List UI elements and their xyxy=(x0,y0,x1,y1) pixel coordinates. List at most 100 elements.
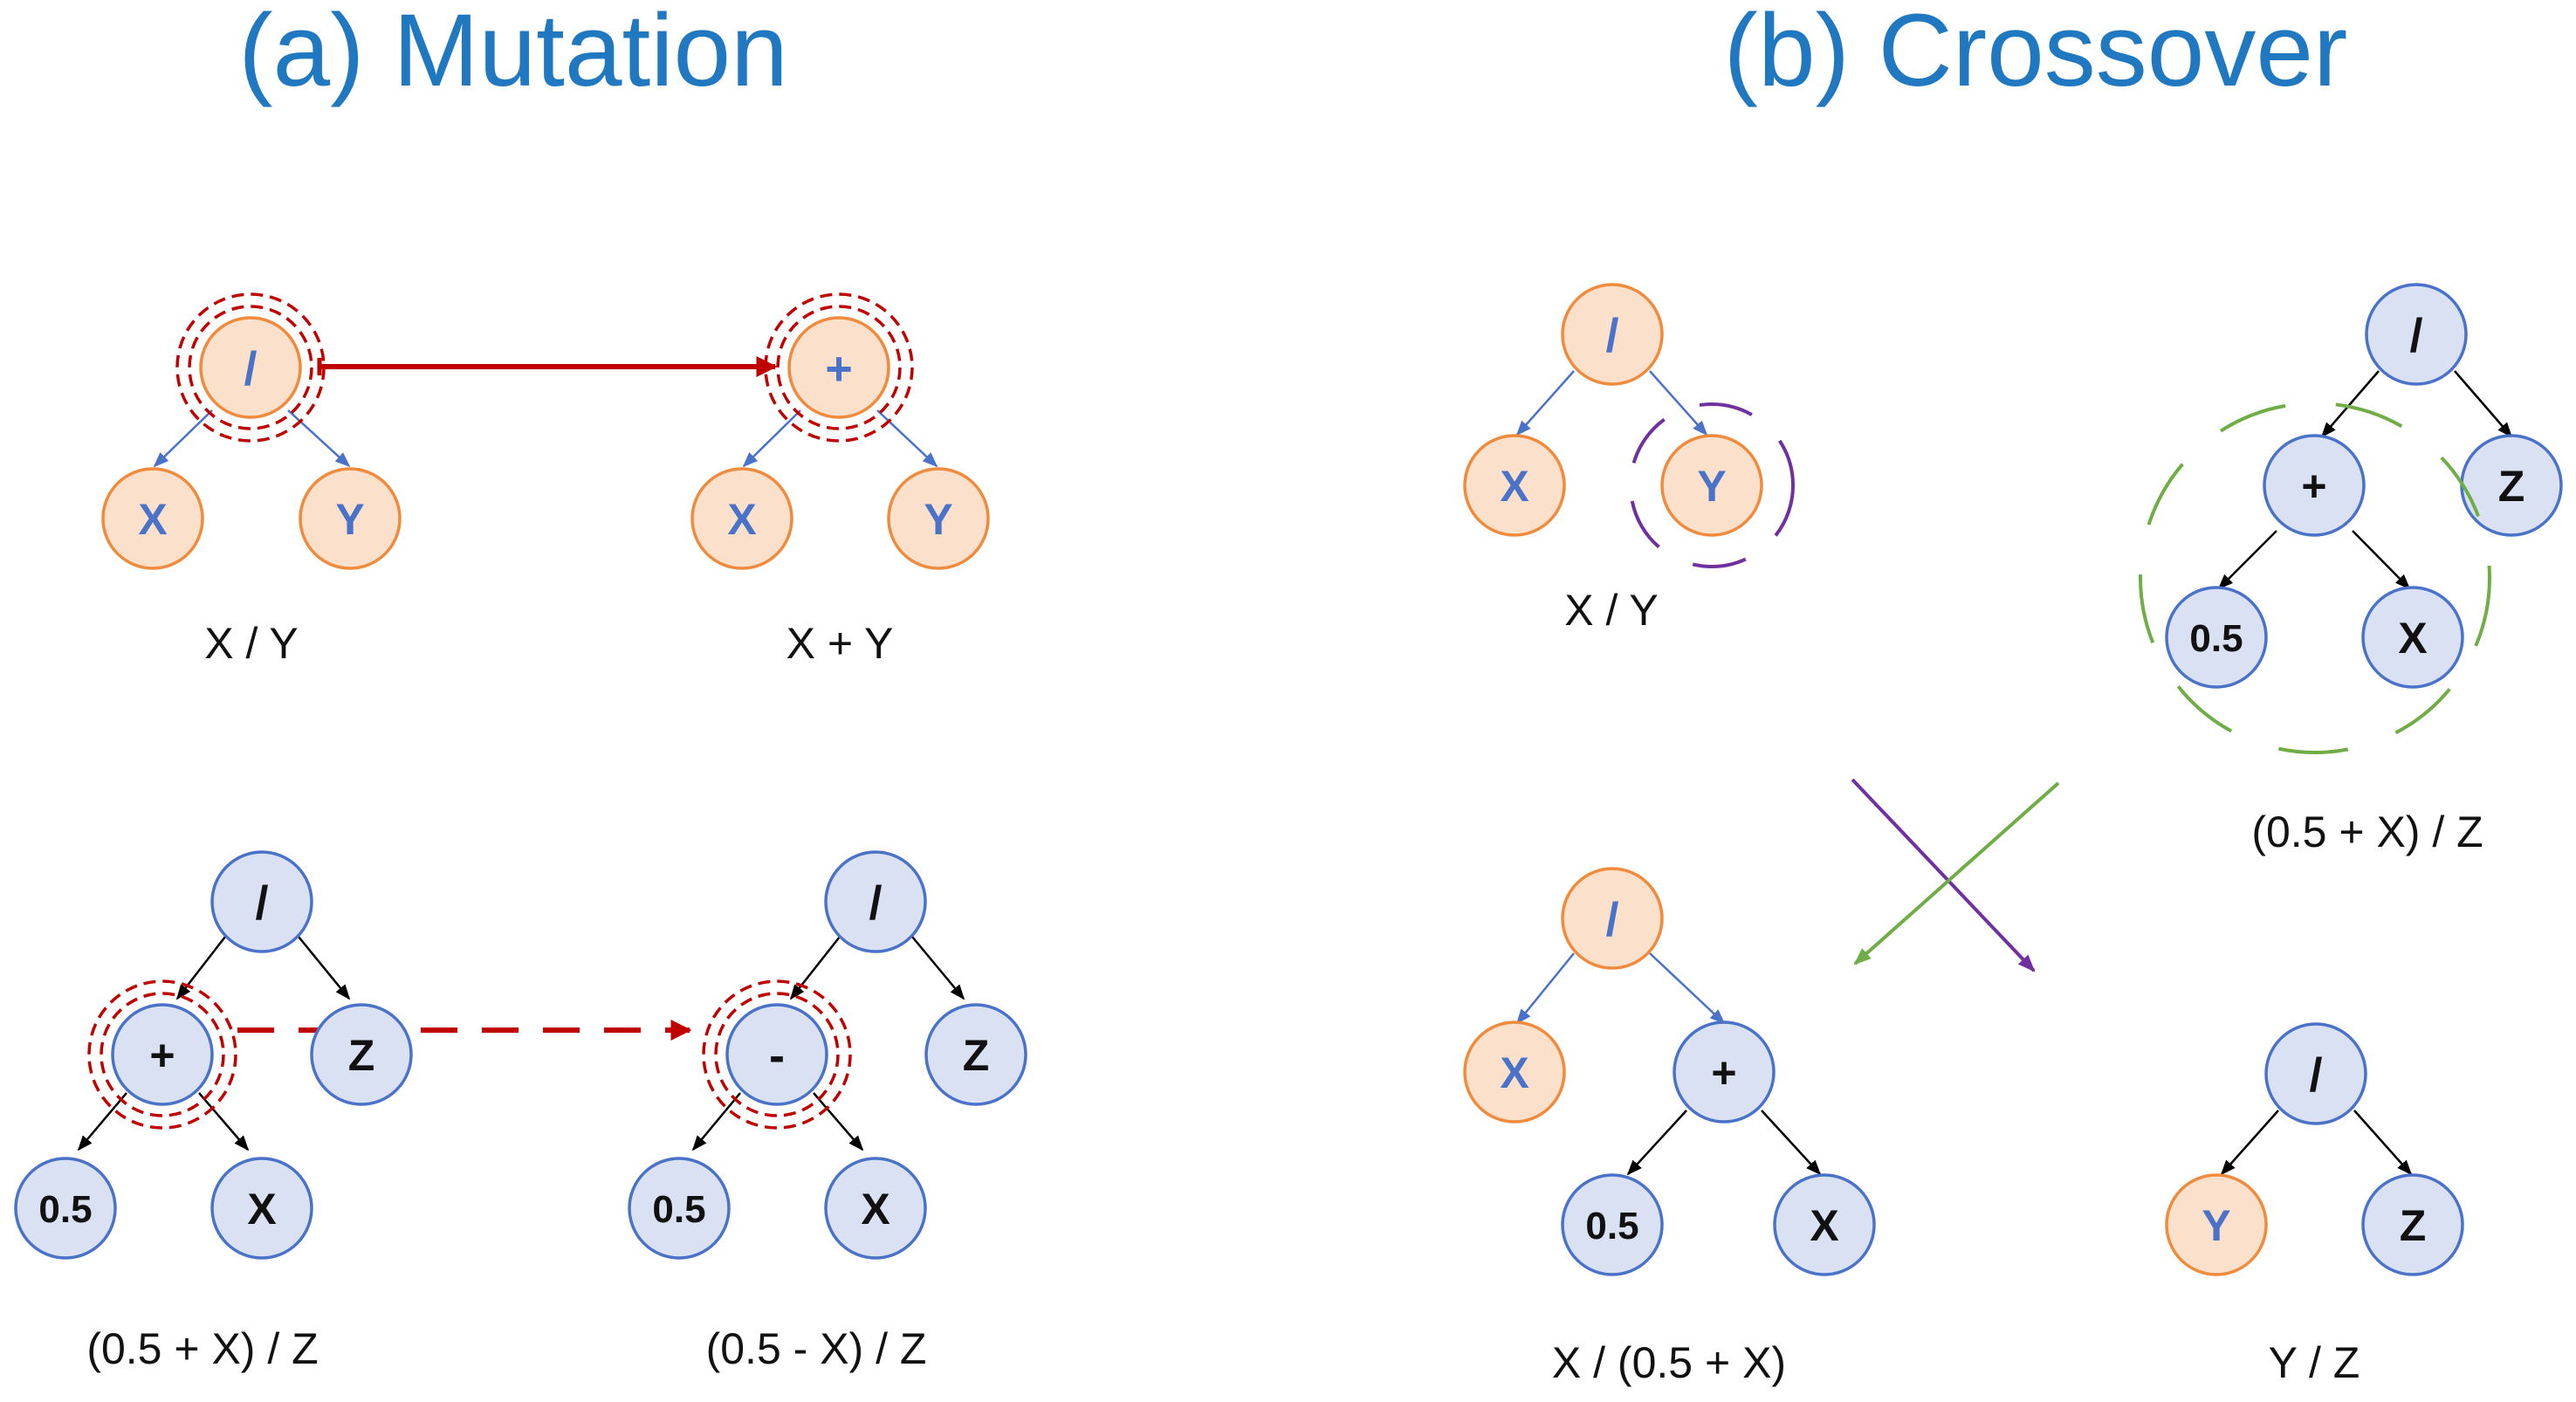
edge xyxy=(77,1092,127,1151)
tree-node: / xyxy=(1561,867,1664,970)
node-label: X xyxy=(247,1185,276,1234)
edge xyxy=(2353,1110,2413,1176)
tree-node: / xyxy=(2264,1022,2367,1125)
node-label: X xyxy=(1500,462,1528,511)
node-label: Y xyxy=(924,495,952,544)
edge xyxy=(1515,370,1575,436)
edge xyxy=(153,409,213,468)
edge xyxy=(2352,530,2411,590)
edge xyxy=(287,409,351,468)
node-label: Z xyxy=(963,1031,990,1080)
node-label: / xyxy=(2309,1048,2322,1101)
tree-node: 0.5 xyxy=(2165,586,2268,689)
caption-mutation-1-after: X + Y xyxy=(787,619,894,668)
node-label: - xyxy=(769,1029,785,1082)
tree-node: Y xyxy=(1660,434,1763,537)
tree-node: X xyxy=(690,467,793,570)
node-label: + xyxy=(149,1031,175,1080)
node-label: 0.5 xyxy=(652,1188,705,1231)
edge xyxy=(876,409,938,468)
crossover-subtree-highlight-purple xyxy=(1629,402,1795,568)
node-label: 0.5 xyxy=(1585,1205,1638,1247)
mutation-title: (a) Mutation xyxy=(238,0,788,108)
node-label: Z xyxy=(348,1031,375,1080)
node-label: X xyxy=(861,1185,890,1234)
caption-crossover-parent-2: (0.5 + X) / Z xyxy=(2251,808,2483,856)
edge xyxy=(198,1092,250,1151)
crossover-arrow-purple xyxy=(1851,778,2036,972)
mutation-highlight-ring xyxy=(175,292,326,443)
tree-node: Z xyxy=(924,1003,1027,1106)
node-label: Y xyxy=(1697,462,1726,511)
tree-edges xyxy=(77,370,2513,1176)
node-label: + xyxy=(825,342,853,395)
tree-node: + xyxy=(111,1003,214,1106)
node-label: + xyxy=(1711,1048,1736,1097)
node-label: / xyxy=(869,876,882,929)
crossover-subtree-highlight-green xyxy=(2139,402,2491,754)
edge xyxy=(2217,530,2277,590)
edge xyxy=(1515,952,1575,1025)
tree-node: Z xyxy=(2361,1173,2464,1276)
tree-node: X xyxy=(1773,1173,1876,1276)
caption-crossover-child-1: X / (0.5 + X) xyxy=(1552,1338,1786,1387)
edge xyxy=(2220,1110,2279,1176)
caption-crossover-parent-1: X / Y xyxy=(1564,586,1658,635)
tree-node: 0.5 xyxy=(14,1157,117,1260)
tree-node: Y xyxy=(2165,1173,2268,1276)
tree-node: + xyxy=(787,316,890,419)
edge xyxy=(742,409,801,468)
edge xyxy=(691,1092,741,1151)
tree-node: Z xyxy=(2460,434,2563,537)
tree-node: X xyxy=(101,467,204,570)
tree-node: 0.5 xyxy=(1561,1173,1664,1276)
tree-node: X xyxy=(2361,586,2464,689)
tree-node: Y xyxy=(299,467,402,570)
tree-node: + xyxy=(2263,434,2366,537)
tree-node: - xyxy=(725,1003,828,1106)
crossover-title: (b) Crossover xyxy=(1724,0,2348,108)
tree-node: X xyxy=(1463,434,1566,537)
edge xyxy=(2454,370,2513,438)
tree-nodes: / X Y + X Y / + Z 0.5 X / - Z 0.5 X / X … xyxy=(14,283,2563,1276)
tree-node: + xyxy=(1673,1021,1776,1124)
node-label: Y xyxy=(335,495,364,544)
edge xyxy=(813,1092,864,1151)
node-label: Z xyxy=(2400,1201,2427,1250)
node-label: Y xyxy=(2202,1201,2230,1250)
edge xyxy=(1761,1110,1822,1176)
edge xyxy=(1626,1110,1687,1176)
tree-node: / xyxy=(2365,283,2468,386)
mutation-highlight-ring xyxy=(87,979,237,1130)
caption-mutation-2-after: (0.5 - X) / Z xyxy=(706,1324,927,1373)
caption-mutation-2-before: (0.5 + X) / Z xyxy=(86,1324,318,1373)
caption-mutation-1-before: X / Y xyxy=(204,619,298,668)
tree-node: Z xyxy=(310,1003,413,1106)
tree-node: / xyxy=(199,316,302,419)
node-label: / xyxy=(1605,309,1618,361)
edge xyxy=(1649,952,1726,1025)
node-label: / xyxy=(244,342,257,395)
tree-node: / xyxy=(210,850,313,953)
node-label: X xyxy=(1810,1201,1838,1250)
node-label: X xyxy=(1500,1048,1528,1097)
tree-node: / xyxy=(1561,283,1664,386)
node-label: 0.5 xyxy=(2189,617,2243,660)
tree-node: / xyxy=(824,850,927,953)
node-label: Z xyxy=(2498,462,2525,511)
edge xyxy=(2320,370,2380,438)
tree-node: X xyxy=(210,1157,313,1260)
tree-node: Y xyxy=(887,467,990,570)
caption-crossover-child-2: Y / Z xyxy=(2269,1338,2360,1387)
node-label: / xyxy=(1605,893,1618,945)
node-label: X xyxy=(2398,614,2427,663)
mutation-highlight-ring xyxy=(764,292,914,443)
node-label: / xyxy=(2409,309,2422,361)
tree-node: X xyxy=(824,1157,927,1260)
node-label: / xyxy=(255,876,268,929)
tree-node: 0.5 xyxy=(628,1157,731,1260)
node-label: X xyxy=(727,495,756,544)
mutation-highlight-ring xyxy=(702,979,852,1130)
